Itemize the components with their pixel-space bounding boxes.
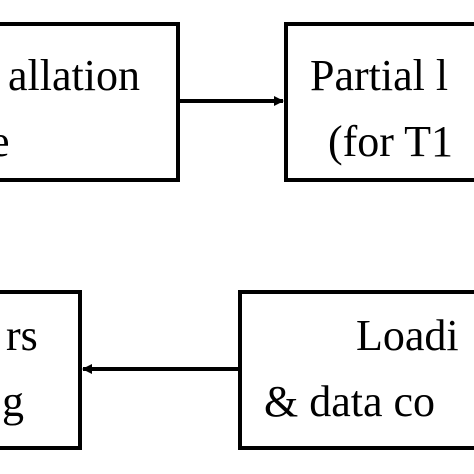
parameters-step-label-line-1: rs: [6, 311, 38, 360]
partial-step-label-line-1: Partial l: [310, 51, 449, 100]
loading-step-label-line-1: Loadi: [356, 311, 459, 360]
parameters-step-label-line-2: g: [2, 377, 24, 426]
installation-step-label-line-2: e: [0, 120, 10, 164]
partial-step-box: Partial l (for T1: [284, 22, 474, 182]
installation-step-label-line-1: allation: [8, 51, 140, 100]
partial-step-label-line-2: (for T1: [328, 117, 454, 166]
installation-step-box: allation e: [0, 22, 180, 182]
loading-step-box: Loadi & data co: [238, 290, 474, 450]
loading-step-label-line-2: & data co: [264, 377, 436, 426]
parameters-step-box: rs g: [0, 290, 82, 450]
